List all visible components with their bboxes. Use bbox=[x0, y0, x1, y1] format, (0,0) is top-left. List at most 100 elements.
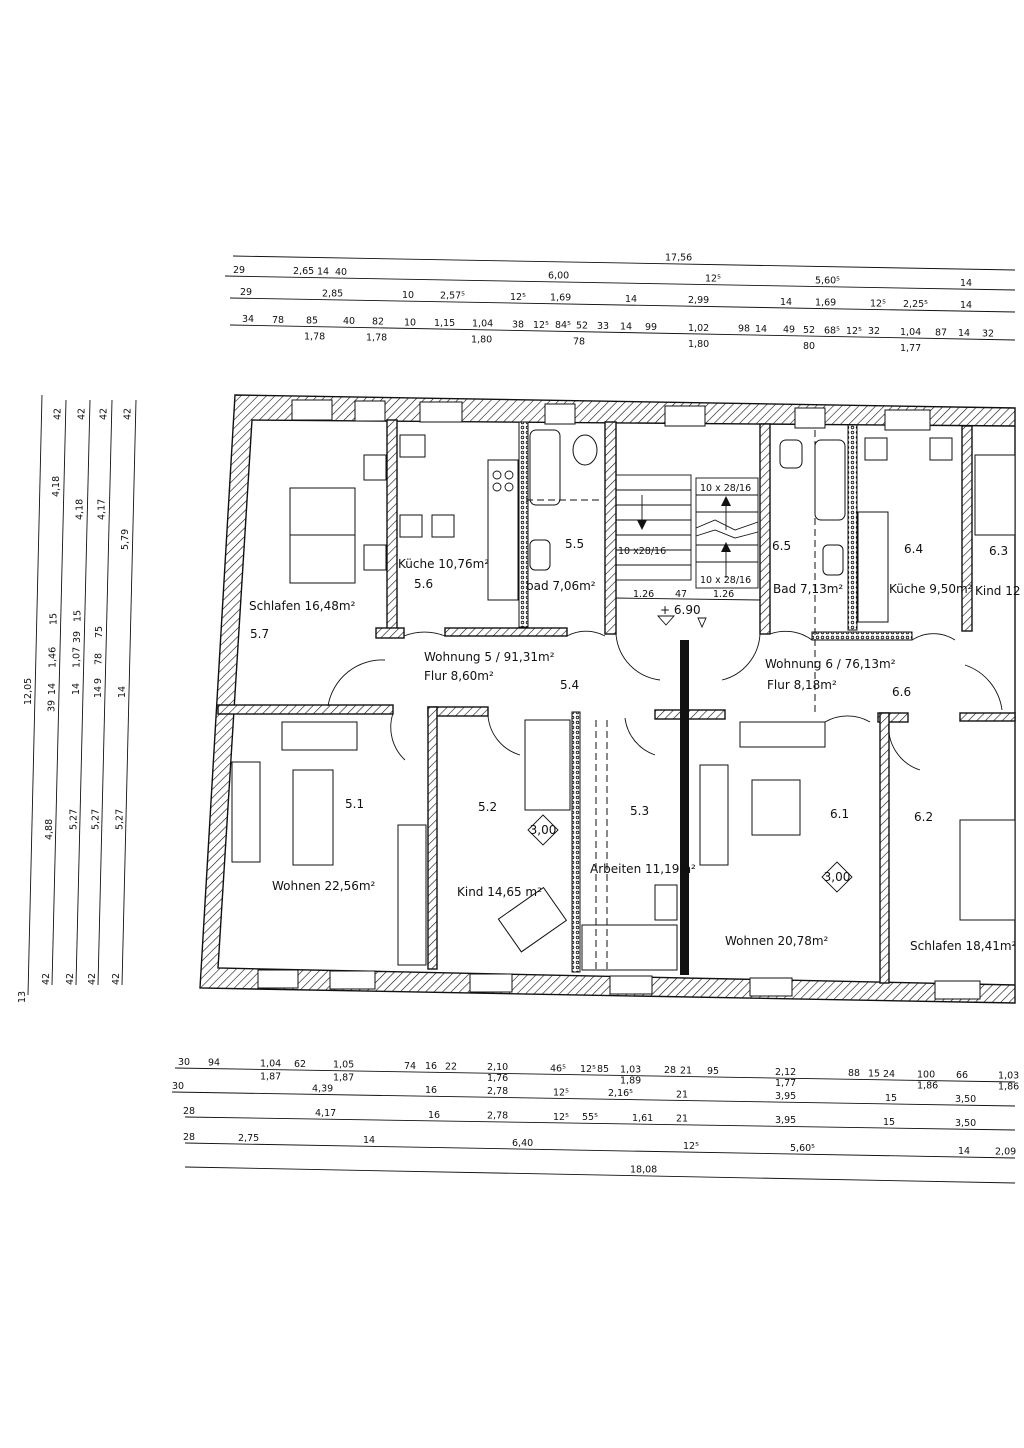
room-name: bad 7,06m² bbox=[526, 579, 596, 593]
dimension-label: 15 bbox=[48, 613, 59, 625]
dimension-label: 1,80 bbox=[688, 339, 709, 350]
dimension-label: 33 bbox=[597, 321, 609, 332]
dimension-lines-bottom bbox=[171, 1067, 1016, 1184]
room-name: Wohnen 20,78m² bbox=[725, 934, 829, 948]
room-name: Flur 8,18m² bbox=[767, 678, 837, 692]
dimension-label: 40 bbox=[335, 267, 347, 278]
dimension-label: 16 bbox=[425, 1085, 437, 1096]
dimension-label: 39 bbox=[72, 631, 83, 643]
dimension-label: 17,56 bbox=[665, 253, 692, 264]
dimension-label: 30 bbox=[178, 1057, 190, 1068]
dimension-label: 68⁵ bbox=[824, 325, 840, 336]
room-number: 6.6 bbox=[892, 685, 911, 699]
dimension-label: 1,03 bbox=[998, 1071, 1019, 1082]
ceiling-height-label: 3,00 bbox=[824, 870, 851, 884]
dimension-label: 14 bbox=[755, 324, 767, 335]
dimension-label: 13 bbox=[17, 991, 28, 1003]
dimension-label: 9 bbox=[93, 678, 104, 684]
dimension-label: 10 bbox=[402, 290, 414, 301]
dimension-label: 1,69 bbox=[550, 293, 571, 304]
dimension-label: 14 bbox=[363, 1135, 375, 1146]
dimension-label: 22 bbox=[445, 1062, 457, 1073]
dimension-label: 14 bbox=[93, 686, 104, 698]
landing-dim: 47 bbox=[675, 589, 687, 600]
dimension-label: 10 bbox=[404, 317, 416, 328]
dimension-label: 15 bbox=[868, 1069, 880, 1080]
dimension-label: 14 bbox=[958, 1146, 970, 1157]
dimension-label: 14 bbox=[625, 294, 637, 305]
dimension-label: 80 bbox=[803, 341, 815, 352]
dimension-label: 1,04 bbox=[260, 1058, 281, 1069]
dimension-label: 78 bbox=[272, 315, 284, 326]
dimension-label: 15 bbox=[883, 1117, 895, 1128]
room-number: 6.3 bbox=[989, 544, 1008, 558]
dimension-label: 85 bbox=[597, 1064, 609, 1075]
dimension-label: 6,00 bbox=[548, 271, 569, 282]
apartment-label: Wohnung 5 / 91,31m² bbox=[424, 650, 555, 664]
dimension-label: 87 bbox=[935, 327, 947, 338]
dimension-label: 62 bbox=[294, 1059, 306, 1070]
dimension-label: 12⁵ bbox=[846, 326, 862, 337]
dimension-label: 75 bbox=[94, 626, 105, 638]
room-name: Küche 9,50m² bbox=[889, 582, 973, 596]
dimension-label: 55⁵ bbox=[582, 1112, 598, 1123]
dimension-label: 1,04 bbox=[472, 319, 493, 330]
room-name: Bad 7,13m² bbox=[773, 582, 843, 596]
dimension-label: 14 bbox=[620, 321, 632, 332]
dimension-label: 12⁵ bbox=[870, 298, 886, 309]
dimension-label: 4,18 bbox=[51, 476, 62, 497]
dimension-label: 1,76 bbox=[487, 1073, 508, 1084]
dimension-label: 42 bbox=[111, 973, 122, 985]
dimension-label: 12⁵ bbox=[533, 320, 549, 331]
dimension-label: 3,95 bbox=[775, 1115, 796, 1126]
ceiling-height-markers: 3,00 3,00 bbox=[527, 814, 853, 893]
dimension-label: 2,78 bbox=[487, 1111, 508, 1122]
dimension-label: 52 bbox=[576, 321, 588, 332]
dimension-label: 1,46 bbox=[48, 647, 59, 668]
dimension-label: 95 bbox=[707, 1066, 719, 1077]
room-number: 5.5 bbox=[565, 537, 584, 551]
dimension-label: 42 bbox=[77, 408, 88, 420]
dimension-label: 4,17 bbox=[97, 499, 108, 520]
dimension-label: 6,40 bbox=[512, 1138, 533, 1149]
dimension-label: 16 bbox=[425, 1061, 437, 1072]
dimension-label: 3,50 bbox=[955, 1118, 976, 1129]
room-number: 6.5 bbox=[772, 539, 791, 553]
dimension-label: 2,99 bbox=[688, 295, 709, 306]
dimension-label: 1,04 bbox=[900, 327, 921, 338]
room-name: Schlafen 18,41m² bbox=[910, 939, 1017, 953]
room-name: Schlafen 16,48m² bbox=[249, 599, 356, 613]
stair-labels: 10 x28/16 10 x 28/16 10 x 28/16 1.26 47 … bbox=[618, 483, 751, 617]
dimension-label: 2,85 bbox=[322, 289, 343, 300]
dimension-label: 84⁵ bbox=[555, 320, 571, 331]
dimension-label: 1,77 bbox=[900, 343, 921, 354]
ceiling-height-label: 3,00 bbox=[530, 823, 557, 837]
dimension-label: 39 bbox=[47, 700, 58, 712]
dimension-label: 1,03 bbox=[620, 1064, 641, 1075]
dimension-label: 2,16⁵ bbox=[608, 1088, 633, 1099]
dimension-label: 34 bbox=[242, 314, 254, 325]
dimension-label: 14 bbox=[780, 297, 792, 308]
dimension-label: 99 bbox=[645, 322, 657, 333]
dimension-label: 1,80 bbox=[471, 335, 492, 346]
dimension-label: 14 bbox=[960, 278, 972, 289]
dimension-label: 1,69 bbox=[815, 297, 836, 308]
exterior-walls bbox=[199, 394, 1016, 1004]
furniture bbox=[231, 429, 1016, 972]
dimension-label: 32 bbox=[868, 326, 880, 337]
dimension-label: 2,75 bbox=[238, 1133, 259, 1144]
dimension-label: 1,87 bbox=[260, 1071, 281, 1082]
dimension-label: 2,57⁵ bbox=[440, 291, 465, 302]
level-label: + 6.90 bbox=[660, 603, 701, 617]
room-labels: Schlafen 16,48m² 5.7 Küche 10,76m² 5.6 5… bbox=[249, 537, 1021, 953]
dimension-label: 28 bbox=[183, 1132, 195, 1143]
dimension-label: 21 bbox=[676, 1114, 688, 1125]
dimension-label: 1,15 bbox=[434, 318, 455, 329]
dimension-label: 2,10 bbox=[487, 1062, 508, 1073]
dimension-label: 28 bbox=[664, 1065, 676, 1076]
dimension-label: 18,08 bbox=[630, 1165, 657, 1176]
room-name: Küche 10,76m² bbox=[398, 557, 489, 571]
dimension-label: 2,65 bbox=[293, 266, 314, 277]
